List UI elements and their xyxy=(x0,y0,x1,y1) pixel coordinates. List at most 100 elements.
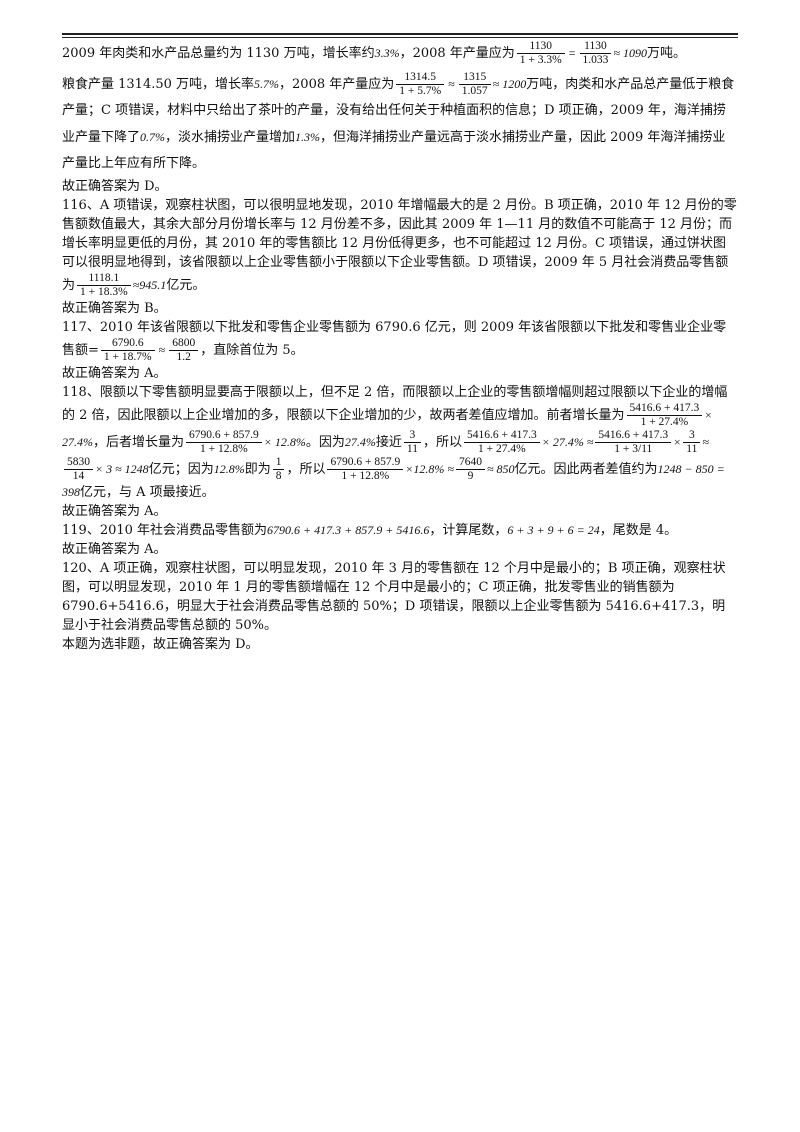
paragraph-q118: 118、限额以下零售额明显要高于限额以上，但不足 2 倍，而限额以上企业的零售额… xyxy=(62,383,738,502)
text: 接近 xyxy=(375,435,402,450)
text: ，后者增长量为 xyxy=(93,435,185,450)
denominator: 1 + 12.8% xyxy=(327,469,404,483)
denominator: 11 xyxy=(403,442,421,456)
denominator: 1 + 3/11 xyxy=(595,442,672,456)
text: 2009 年肉类和水产品总量约为 1130 万吨，增长率约 xyxy=(62,46,375,61)
denominator: 11 xyxy=(683,442,701,456)
text: 亿元，与 A 项最接近。 xyxy=(80,485,215,500)
text: 118、限额以下零售额明显要高于限额以上，但不足 2 倍，而限额以上企业的零售额… xyxy=(62,385,728,423)
text: 。因为 xyxy=(305,435,345,450)
text: ，尾数是 4。 xyxy=(599,523,678,538)
numerator: 1118.1 xyxy=(88,272,120,284)
math-rate: 1.3% xyxy=(295,130,321,144)
numerator: 6790.6 + 857.9 xyxy=(189,429,259,441)
math-rate: 5.7% xyxy=(254,77,280,91)
numerator: 6790.6 xyxy=(111,337,144,349)
math-expression: 12.8% ≈ xyxy=(413,462,454,476)
text: 即为 xyxy=(244,462,271,477)
math-expression: 1248 − 850 = 398 xyxy=(62,462,725,499)
math-operator: = xyxy=(568,46,576,60)
answer-line: 故正确答案为 A。 xyxy=(62,542,167,557)
math-operator: ≈ xyxy=(448,77,455,91)
answer-line: 故正确答案为 A。 xyxy=(62,366,167,381)
denominator: 1.057 xyxy=(458,84,491,98)
text: ，所以 xyxy=(286,462,326,477)
header-rule-thin xyxy=(62,37,738,38)
numerator: 5416.6 + 417.3 xyxy=(466,429,537,441)
text: 亿元。因此两者差值约为 xyxy=(514,462,658,477)
answer-line: 故正确答案为 A。 xyxy=(62,504,167,519)
text: ，2008 年产量应为 xyxy=(399,46,515,61)
math-operator: ≈ xyxy=(158,343,166,357)
paragraph-q116: 116、A 项错误，观察柱状图，可以很明显地发现，2010 年增幅最大的是 2 … xyxy=(62,196,738,299)
paragraph-q119: 119、2010 年社会消费品零售额为6790.6 + 417.3 + 857.… xyxy=(62,521,738,540)
numerator: 5830 xyxy=(67,456,90,468)
math-expression: × 27.4% ≈ xyxy=(541,435,594,449)
math-result: ≈ 1090 xyxy=(613,46,647,60)
math-rate: 27.4% xyxy=(344,435,376,449)
math-operator: × xyxy=(405,462,414,476)
text: 116、A 项错误，观察柱状图，可以很明显地发现，2010 年增幅最大的是 2 … xyxy=(62,198,737,293)
denominator: 8 xyxy=(272,469,285,483)
document-body: 2009 年肉类和水产品总量约为 1130 万吨，增长率约3.3%，2008 年… xyxy=(62,40,738,654)
text: 亿元。 xyxy=(166,278,206,293)
math-result: ≈945.1 xyxy=(132,278,167,292)
text: ，所以 xyxy=(422,435,462,450)
denominator: 1.033 xyxy=(579,53,612,67)
numerator: 1314.5 xyxy=(404,71,437,83)
paragraph-q120: 120、A 项正确，观察柱状图，可以明显发现，2010 年 3 月的零售额在 1… xyxy=(62,561,726,633)
answer-line: 本题为选非题，故正确答案为 D。 xyxy=(62,637,259,652)
text: 万吨。 xyxy=(647,46,687,61)
math-expression: × 27.4% xyxy=(62,408,713,449)
numerator: 1130 xyxy=(529,40,553,52)
denominator: 1.2 xyxy=(169,350,199,364)
math-rate: 3.3% xyxy=(374,46,400,60)
text: ，直除首位为 5。 xyxy=(200,343,304,358)
denominator: 1 + 3.3% xyxy=(516,53,565,67)
math-expression: × 12.8% xyxy=(263,435,306,449)
text: 万吨，肉类和水产品总产量低于粮食产量；C 项错误，材料中只给出了茶叶的产量，没有… xyxy=(62,77,735,145)
text: 粮食产量 1314.50 万吨，增长率 xyxy=(62,77,255,92)
text: ，2008 年产量应为 xyxy=(279,77,395,92)
paragraph-q117: 117、2010 年该省限额以下批发和零售企业零售额为 6790.6 亿元，则 … xyxy=(62,318,738,364)
numerator: 1 xyxy=(275,456,282,468)
text: ，但海洋捕捞业产量远高于淡水捕捞业产量，因此 2009 年海洋捕捞业产量比上年应… xyxy=(62,130,726,171)
numerator: 1315 xyxy=(463,71,487,83)
math-result: ≈ 1200 xyxy=(492,77,527,91)
math-operator: ≈ xyxy=(702,435,709,449)
answer-line: 故正确答案为 B。 xyxy=(62,301,167,316)
math-expression: × 3 ≈ 1248 xyxy=(95,462,149,476)
numerator: 6800 xyxy=(172,337,196,349)
math-expression: 6790.6 + 417.3 + 857.9 + 5416.6 xyxy=(267,523,430,537)
denominator: 14 xyxy=(64,469,93,483)
text: 117、2010 年该省限额以下批发和零售企业零售额为 6790.6 亿元，则 … xyxy=(62,320,727,358)
paragraph-meat-output: 2009 年肉类和水产品总量约为 1130 万吨，增长率约3.3%，2008 年… xyxy=(62,40,738,67)
denominator: 1 + 27.4% xyxy=(463,442,540,456)
math-rate: 0.7% xyxy=(140,130,166,144)
denominator: 1 + 5.7% xyxy=(396,84,445,98)
math-result: ≈ 850 xyxy=(486,462,515,476)
answer-line: 故正确答案为 D。 xyxy=(62,179,168,194)
text: ，淡水捕捞业产量增加 xyxy=(165,130,296,145)
denominator: 9 xyxy=(455,469,485,483)
text: 亿元；因为 xyxy=(148,462,214,477)
math-expression: 6 + 3 + 9 + 6 = 24 xyxy=(507,523,600,537)
numerator: 1130 xyxy=(584,40,607,52)
denominator: 1 + 12.8% xyxy=(186,442,262,456)
